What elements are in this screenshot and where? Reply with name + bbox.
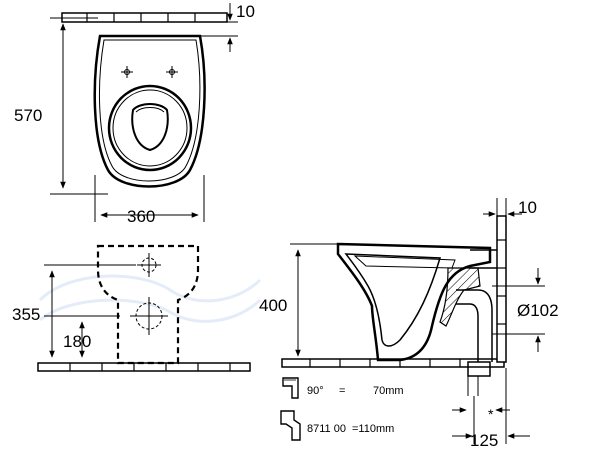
side-view-dimensions bbox=[290, 198, 545, 444]
seat-rim bbox=[107, 84, 193, 172]
fitting-90-value: 70mm bbox=[373, 385, 404, 397]
front-view bbox=[37, 244, 251, 372]
dim-10-side: 10 bbox=[518, 198, 537, 217]
front-view-dimensions bbox=[44, 264, 136, 358]
bowl-top-outline bbox=[93, 34, 206, 188]
watermark bbox=[38, 274, 262, 323]
dim-360: 360 bbox=[127, 207, 155, 226]
dim-400: 400 bbox=[259, 296, 287, 315]
dim-570: 570 bbox=[14, 106, 42, 125]
fitting-8711-icon bbox=[280, 410, 301, 441]
outlet-bend bbox=[456, 289, 493, 362]
side-wall bbox=[496, 215, 507, 363]
note-asterisk: * bbox=[488, 406, 494, 422]
dim-10-top: 10 bbox=[236, 2, 255, 21]
side-view bbox=[281, 215, 507, 396]
bowl-top-inner bbox=[98, 39, 201, 182]
front-floor bbox=[37, 362, 251, 372]
dim-355: 355 bbox=[12, 305, 40, 324]
fitting-8711-label: 8711 00 bbox=[307, 423, 346, 435]
fitting-90-equals: = bbox=[339, 385, 345, 397]
front-body-outline bbox=[96, 244, 200, 365]
outlet-marker bbox=[130, 297, 168, 335]
fitting-90-label: 90° bbox=[307, 385, 324, 397]
dim-180: 180 bbox=[63, 332, 91, 351]
fitting-8711-value: =110mm bbox=[352, 423, 394, 435]
bowl-opening bbox=[131, 103, 169, 152]
fitting-90-icon bbox=[282, 377, 299, 399]
dim-125: 125 bbox=[470, 431, 498, 450]
inlet-pipe bbox=[470, 249, 497, 269]
top-view-dimensions bbox=[50, 3, 238, 222]
fixing-marks bbox=[121, 66, 178, 78]
bowl-side-inner bbox=[344, 253, 441, 347]
top-view bbox=[61, 12, 228, 188]
inlet-marker bbox=[137, 253, 161, 277]
trap-hatch bbox=[439, 267, 481, 327]
dim-pipe-diameter: Ø102 bbox=[517, 301, 559, 320]
